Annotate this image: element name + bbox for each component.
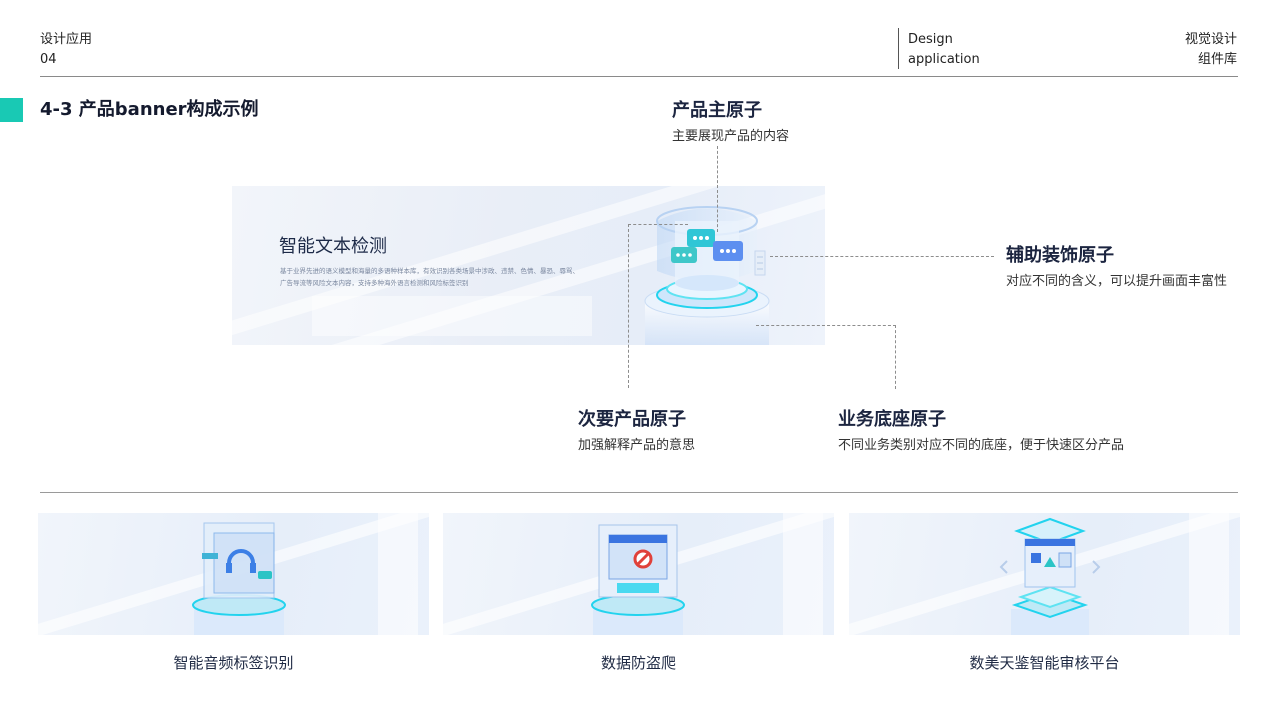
callout-base-title: 业务底座原子 (838, 409, 946, 430)
thumbnail-caption: 数据防盗爬 (600, 654, 676, 672)
callout-base-desc: 不同业务类别对应不同的底座，便于快速区分产品 (838, 438, 1125, 453)
thumbnail-card (38, 513, 429, 635)
chapter-title: 设计应用 (40, 32, 93, 47)
callout-main-desc: 主要展现产品的内容 (672, 129, 790, 144)
thumbnail-card (443, 513, 834, 635)
leader-line-auxiliary (770, 256, 994, 257)
thumbnail-column (783, 513, 823, 635)
callout-auxiliary-atom: 辅助装饰原子 对应不同的含义，可以提升画面丰富性 (1006, 244, 1227, 292)
header-rule (40, 76, 1238, 77)
callout-auxiliary-title: 辅助装饰原子 (1006, 245, 1114, 266)
banner-description: 基于业界先进的语义模型和海量的多语种样本库，有效识别各类场景中涉政、违禁、色情、… (280, 267, 579, 287)
header-right-line2: 组件库 (1197, 52, 1237, 67)
leader-line-base-v (895, 325, 896, 389)
thumbnail-column (1189, 513, 1229, 635)
header-left: 设计应用 04 (40, 30, 92, 70)
section-accent-bar (0, 98, 23, 122)
thumbnail-caption: 智能音频标签识别 (173, 654, 294, 672)
leader-line-main (717, 146, 718, 232)
leader-line-secondary-h (628, 224, 688, 225)
divider-rule (40, 492, 1238, 493)
header-divider (898, 28, 899, 69)
section-title: 4-3 产品banner构成示例 (40, 99, 259, 120)
audio-tag-icon (192, 522, 286, 635)
chapter-number: 04 (40, 52, 57, 67)
callout-main-atom: 产品主原子 主要展现产品的内容 (672, 99, 789, 147)
banner-platform (312, 296, 592, 336)
callout-secondary-desc: 加强解释产品的意思 (578, 438, 696, 453)
callout-main-title: 产品主原子 (672, 100, 762, 121)
header-mid: Design application (908, 30, 980, 70)
thumbnail-card (849, 513, 1240, 635)
callout-secondary-atom: 次要产品原子 加强解释产品的意思 (578, 408, 695, 456)
header-right-line1: 视觉设计 (1184, 32, 1237, 47)
main-banner: 智能文本检测 基于业界先进的语义模型和海量的多语种样本库，有效识别各类场景中涉政… (232, 186, 825, 345)
thumbnail-caption: 数美天鉴智能审核平台 (969, 654, 1120, 672)
header-mid-line1: Design (908, 32, 953, 47)
anti-crawl-icon (591, 524, 685, 635)
text-detection-illustration-icon (644, 206, 770, 345)
leader-line-base-h (756, 325, 896, 326)
header-mid-line2: application (908, 52, 980, 67)
leader-line-secondary-v (628, 224, 629, 388)
callout-base-atom: 业务底座原子 不同业务类别对应不同的底座，便于快速区分产品 (838, 408, 1124, 456)
review-platform-icon (999, 517, 1101, 635)
banner-title: 智能文本检测 (279, 236, 387, 257)
thumbnail-column (378, 513, 418, 635)
callout-secondary-title: 次要产品原子 (578, 409, 686, 430)
header-right: 视觉设计 组件库 (1185, 30, 1237, 70)
callout-auxiliary-desc: 对应不同的含义，可以提升画面丰富性 (1006, 274, 1228, 289)
